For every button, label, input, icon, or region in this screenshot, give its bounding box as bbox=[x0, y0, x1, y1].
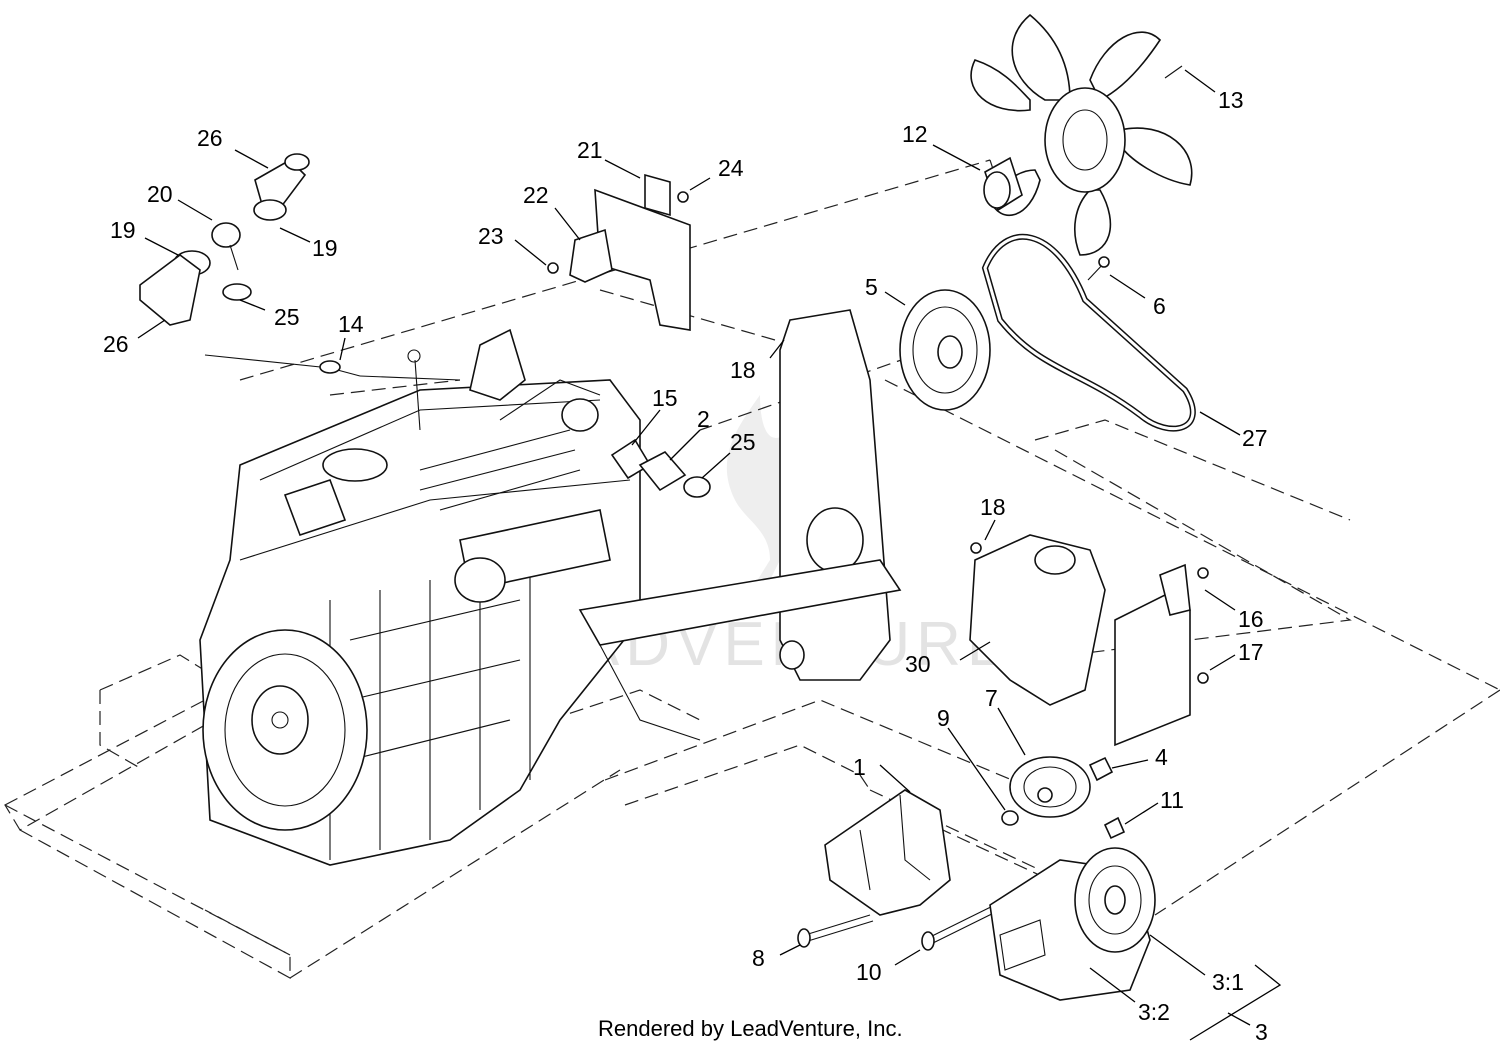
hose-assembly bbox=[139, 153, 310, 326]
relay-bracket bbox=[547, 173, 691, 331]
callout-18-mid: 18 bbox=[980, 494, 1006, 520]
callout-18-top: 18 bbox=[730, 357, 756, 383]
callout-8: 8 bbox=[752, 945, 765, 971]
callout-4: 4 bbox=[1155, 744, 1168, 770]
crank-pulley bbox=[899, 289, 991, 411]
callout-16: 16 bbox=[1238, 606, 1264, 632]
chassis-frame bbox=[4, 654, 1061, 980]
cable-14 bbox=[204, 354, 461, 381]
mounting-plate bbox=[578, 309, 902, 741]
engine-assembly bbox=[199, 328, 641, 866]
callout-24: 24 bbox=[718, 155, 744, 181]
callout-27: 27 bbox=[1242, 425, 1268, 451]
ac-compressor bbox=[989, 847, 1156, 1001]
callouts: 26 20 19 19 25 26 14 21 24 22 23 15 2 25… bbox=[103, 87, 1268, 1045]
callout-12: 12 bbox=[902, 121, 928, 147]
callout-10: 10 bbox=[856, 959, 882, 985]
callout-11: 11 bbox=[1160, 787, 1184, 813]
callout-21: 21 bbox=[577, 137, 603, 163]
leader-lines bbox=[137, 69, 1282, 1041]
callout-20: 20 bbox=[147, 181, 173, 207]
callout-6: 6 bbox=[1153, 293, 1166, 319]
callout-2: 2 bbox=[697, 406, 710, 432]
callout-7: 7 bbox=[985, 685, 998, 711]
callout-14: 14 bbox=[338, 311, 364, 337]
callout-15: 15 bbox=[652, 385, 678, 411]
callout-13: 13 bbox=[1218, 87, 1244, 113]
callout-23: 23 bbox=[478, 223, 504, 249]
idler-pulley bbox=[1001, 756, 1126, 840]
callout-22: 22 bbox=[523, 182, 549, 208]
callout-26-bottom: 26 bbox=[103, 331, 129, 357]
callout-19-right: 19 bbox=[312, 235, 338, 261]
callout-25-top: 25 bbox=[274, 304, 300, 330]
callout-19-left: 19 bbox=[110, 217, 136, 243]
callout-26-top: 26 bbox=[197, 125, 223, 151]
callout-5: 5 bbox=[865, 274, 878, 300]
drive-belt bbox=[981, 233, 1196, 432]
callout-9: 9 bbox=[937, 705, 950, 731]
compressor-bracket bbox=[824, 789, 951, 916]
cooling-fan bbox=[970, 13, 1193, 256]
coolant-reservoir bbox=[969, 534, 1209, 747]
callout-17: 17 bbox=[1238, 639, 1264, 665]
callout-3: 3 bbox=[1255, 1019, 1268, 1045]
callout-1: 1 bbox=[853, 754, 866, 780]
coupler-assembly bbox=[610, 438, 711, 498]
callout-3-1: 3:1 bbox=[1212, 969, 1244, 995]
callout-30: 30 bbox=[905, 651, 931, 677]
callout-25-mid: 25 bbox=[730, 429, 756, 455]
credit-text: Rendered by LeadVenture, Inc. bbox=[598, 1016, 903, 1041]
callout-3-2: 3:2 bbox=[1138, 999, 1170, 1025]
